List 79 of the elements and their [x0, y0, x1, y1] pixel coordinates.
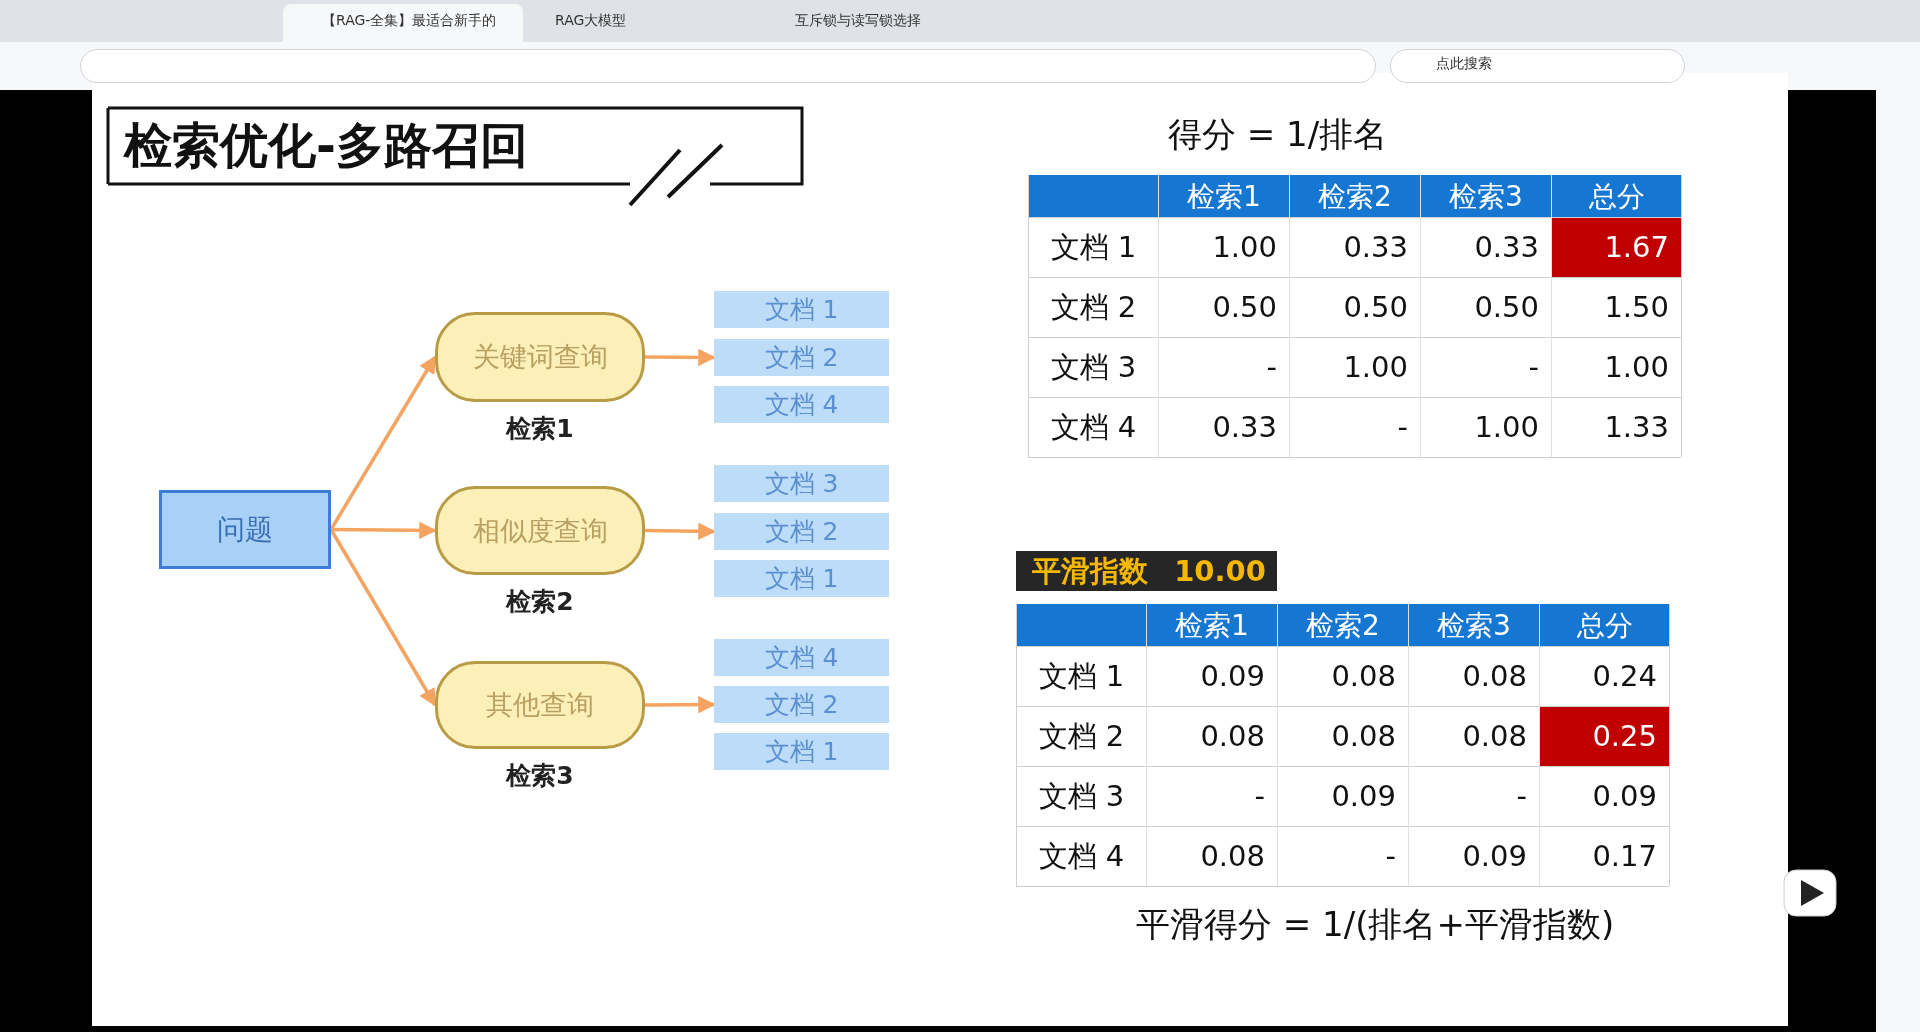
row-header: 文档 3: [1049, 349, 1138, 386]
formula-caption: 平滑得分 = 1/(排名+平滑指数): [1136, 903, 1615, 946]
tab-title: RAG大模型: [555, 12, 628, 30]
score-value: -: [1396, 409, 1409, 446]
arrow: [645, 348, 716, 367]
score-value: 0.24: [1591, 658, 1658, 695]
score-value: 0.33: [1473, 229, 1540, 266]
score-value: -: [1265, 349, 1278, 386]
score-value: 0.08: [1461, 658, 1528, 695]
score-value: 1.00: [1211, 229, 1278, 266]
score-value: 0.50: [1342, 289, 1409, 326]
column-header: 总分: [1587, 179, 1646, 215]
column-header: 检索1: [1186, 179, 1262, 215]
arrow: [329, 355, 437, 531]
score-value: 1.33: [1603, 409, 1670, 446]
query-node: 其他查询: [435, 661, 645, 749]
score-value: 0.08: [1199, 838, 1266, 875]
slide-title: 检索优化-多路召回: [124, 116, 528, 175]
score-value: 1.00: [1342, 349, 1409, 386]
score-value: -: [1527, 349, 1540, 386]
document-box: 文档 1: [714, 291, 889, 328]
score-value: -: [1384, 838, 1397, 875]
query-node: 相似度查询: [435, 486, 645, 575]
smoothing-value: 10.00: [1163, 551, 1277, 591]
column-header: 检索2: [1317, 179, 1393, 215]
column-header: 检索3: [1448, 179, 1524, 215]
column-header: 总分: [1575, 608, 1634, 644]
document-box: 文档 4: [714, 639, 889, 676]
smoothing-label: 平滑指数: [1016, 551, 1163, 591]
arrow: [645, 695, 716, 714]
score-value: 0.09: [1461, 838, 1528, 875]
column-header: 检索3: [1436, 608, 1512, 644]
document-box: 文档 2: [714, 686, 889, 723]
retrieval-label: 检索3: [506, 760, 574, 792]
arrow: [331, 521, 437, 540]
tab-title: 互斥锁与读写锁选择: [795, 12, 922, 30]
formula-caption: 得分 = 1/排名: [1168, 113, 1388, 156]
document-box: 文档 1: [714, 733, 889, 770]
highlighted-score: 0.25: [1540, 707, 1669, 766]
row-header: 文档 1: [1037, 658, 1126, 695]
row-header: 文档 4: [1037, 838, 1126, 875]
retrieval-label: 检索2: [506, 586, 574, 618]
score-value: 0.33: [1342, 229, 1409, 266]
arrow: [329, 528, 437, 707]
row-header: 文档 2: [1049, 289, 1138, 326]
score-value: 0.09: [1330, 778, 1397, 815]
retrieval-label: 检索1: [506, 413, 574, 445]
score-value: 0.50: [1211, 289, 1278, 326]
tab-title: 【RAG-全集】最适合新手的: [322, 12, 498, 30]
search-placeholder: 点此搜索: [1436, 55, 1493, 73]
document-box: 文档 2: [714, 339, 889, 376]
column-header: 检索2: [1305, 608, 1381, 644]
arrow: [644, 522, 716, 540]
document-box: 文档 1: [714, 560, 889, 597]
score-value: 0.08: [1461, 718, 1528, 755]
score-value: -: [1515, 778, 1528, 815]
row-header: 文档 2: [1037, 718, 1126, 755]
score-value: -: [1253, 778, 1266, 815]
score-value: 0.08: [1330, 718, 1397, 755]
document-box: 文档 4: [714, 386, 889, 423]
score-value: 0.50: [1473, 289, 1540, 326]
score-value: 0.08: [1330, 658, 1397, 695]
score-value: 0.09: [1591, 778, 1658, 815]
question-box: 问题: [159, 490, 331, 569]
row-header: 文档 1: [1049, 229, 1138, 266]
highlighted-score: 1.67: [1552, 218, 1681, 277]
score-value: 0.09: [1199, 658, 1266, 695]
row-header: 文档 4: [1049, 409, 1138, 446]
document-box: 文档 2: [714, 513, 889, 550]
score-value: 1.50: [1603, 289, 1670, 326]
score-value: 1.00: [1603, 349, 1670, 386]
query-node: 关键词查询: [435, 312, 645, 402]
score-value: 0.33: [1211, 409, 1278, 446]
document-box: 文档 3: [714, 465, 889, 502]
score-value: 0.08: [1199, 718, 1266, 755]
column-header: 检索1: [1174, 608, 1250, 644]
score-value: 1.00: [1473, 409, 1540, 446]
row-header: 文档 3: [1037, 778, 1126, 815]
score-value: 0.17: [1591, 838, 1658, 875]
